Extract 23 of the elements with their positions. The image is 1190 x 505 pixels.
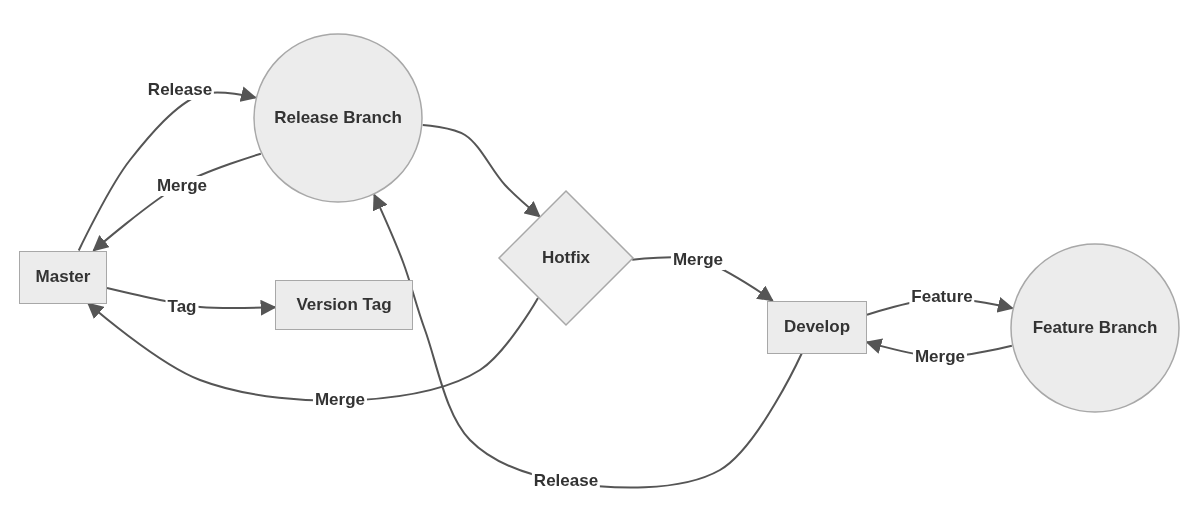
- edge-label: Merge: [312, 390, 368, 410]
- node-label: Release Branch: [274, 108, 402, 128]
- node-label: Develop: [783, 317, 851, 337]
- decision-diamond: [498, 190, 634, 326]
- edge-label: Release: [145, 80, 215, 100]
- process-box: [767, 300, 867, 354]
- node-label: Feature Branch: [1032, 318, 1158, 338]
- process-box: [275, 280, 413, 330]
- arrow: [372, 193, 803, 489]
- edge-label: Release: [531, 471, 601, 491]
- node-label: Version Tag: [296, 295, 392, 315]
- process-box: [19, 250, 107, 304]
- arrow: [77, 86, 258, 252]
- arrow: [87, 297, 539, 402]
- branch-circle: [253, 33, 423, 203]
- edge-label: Tag: [165, 297, 199, 317]
- edge-label: Feature: [909, 287, 975, 307]
- arrow: [421, 124, 541, 218]
- edge-label: Merge: [670, 250, 726, 270]
- node-label: Master: [35, 267, 91, 287]
- node-label: Hotfix: [541, 248, 591, 268]
- branch-circle: [1010, 243, 1180, 413]
- edge-label: Merge: [912, 347, 968, 367]
